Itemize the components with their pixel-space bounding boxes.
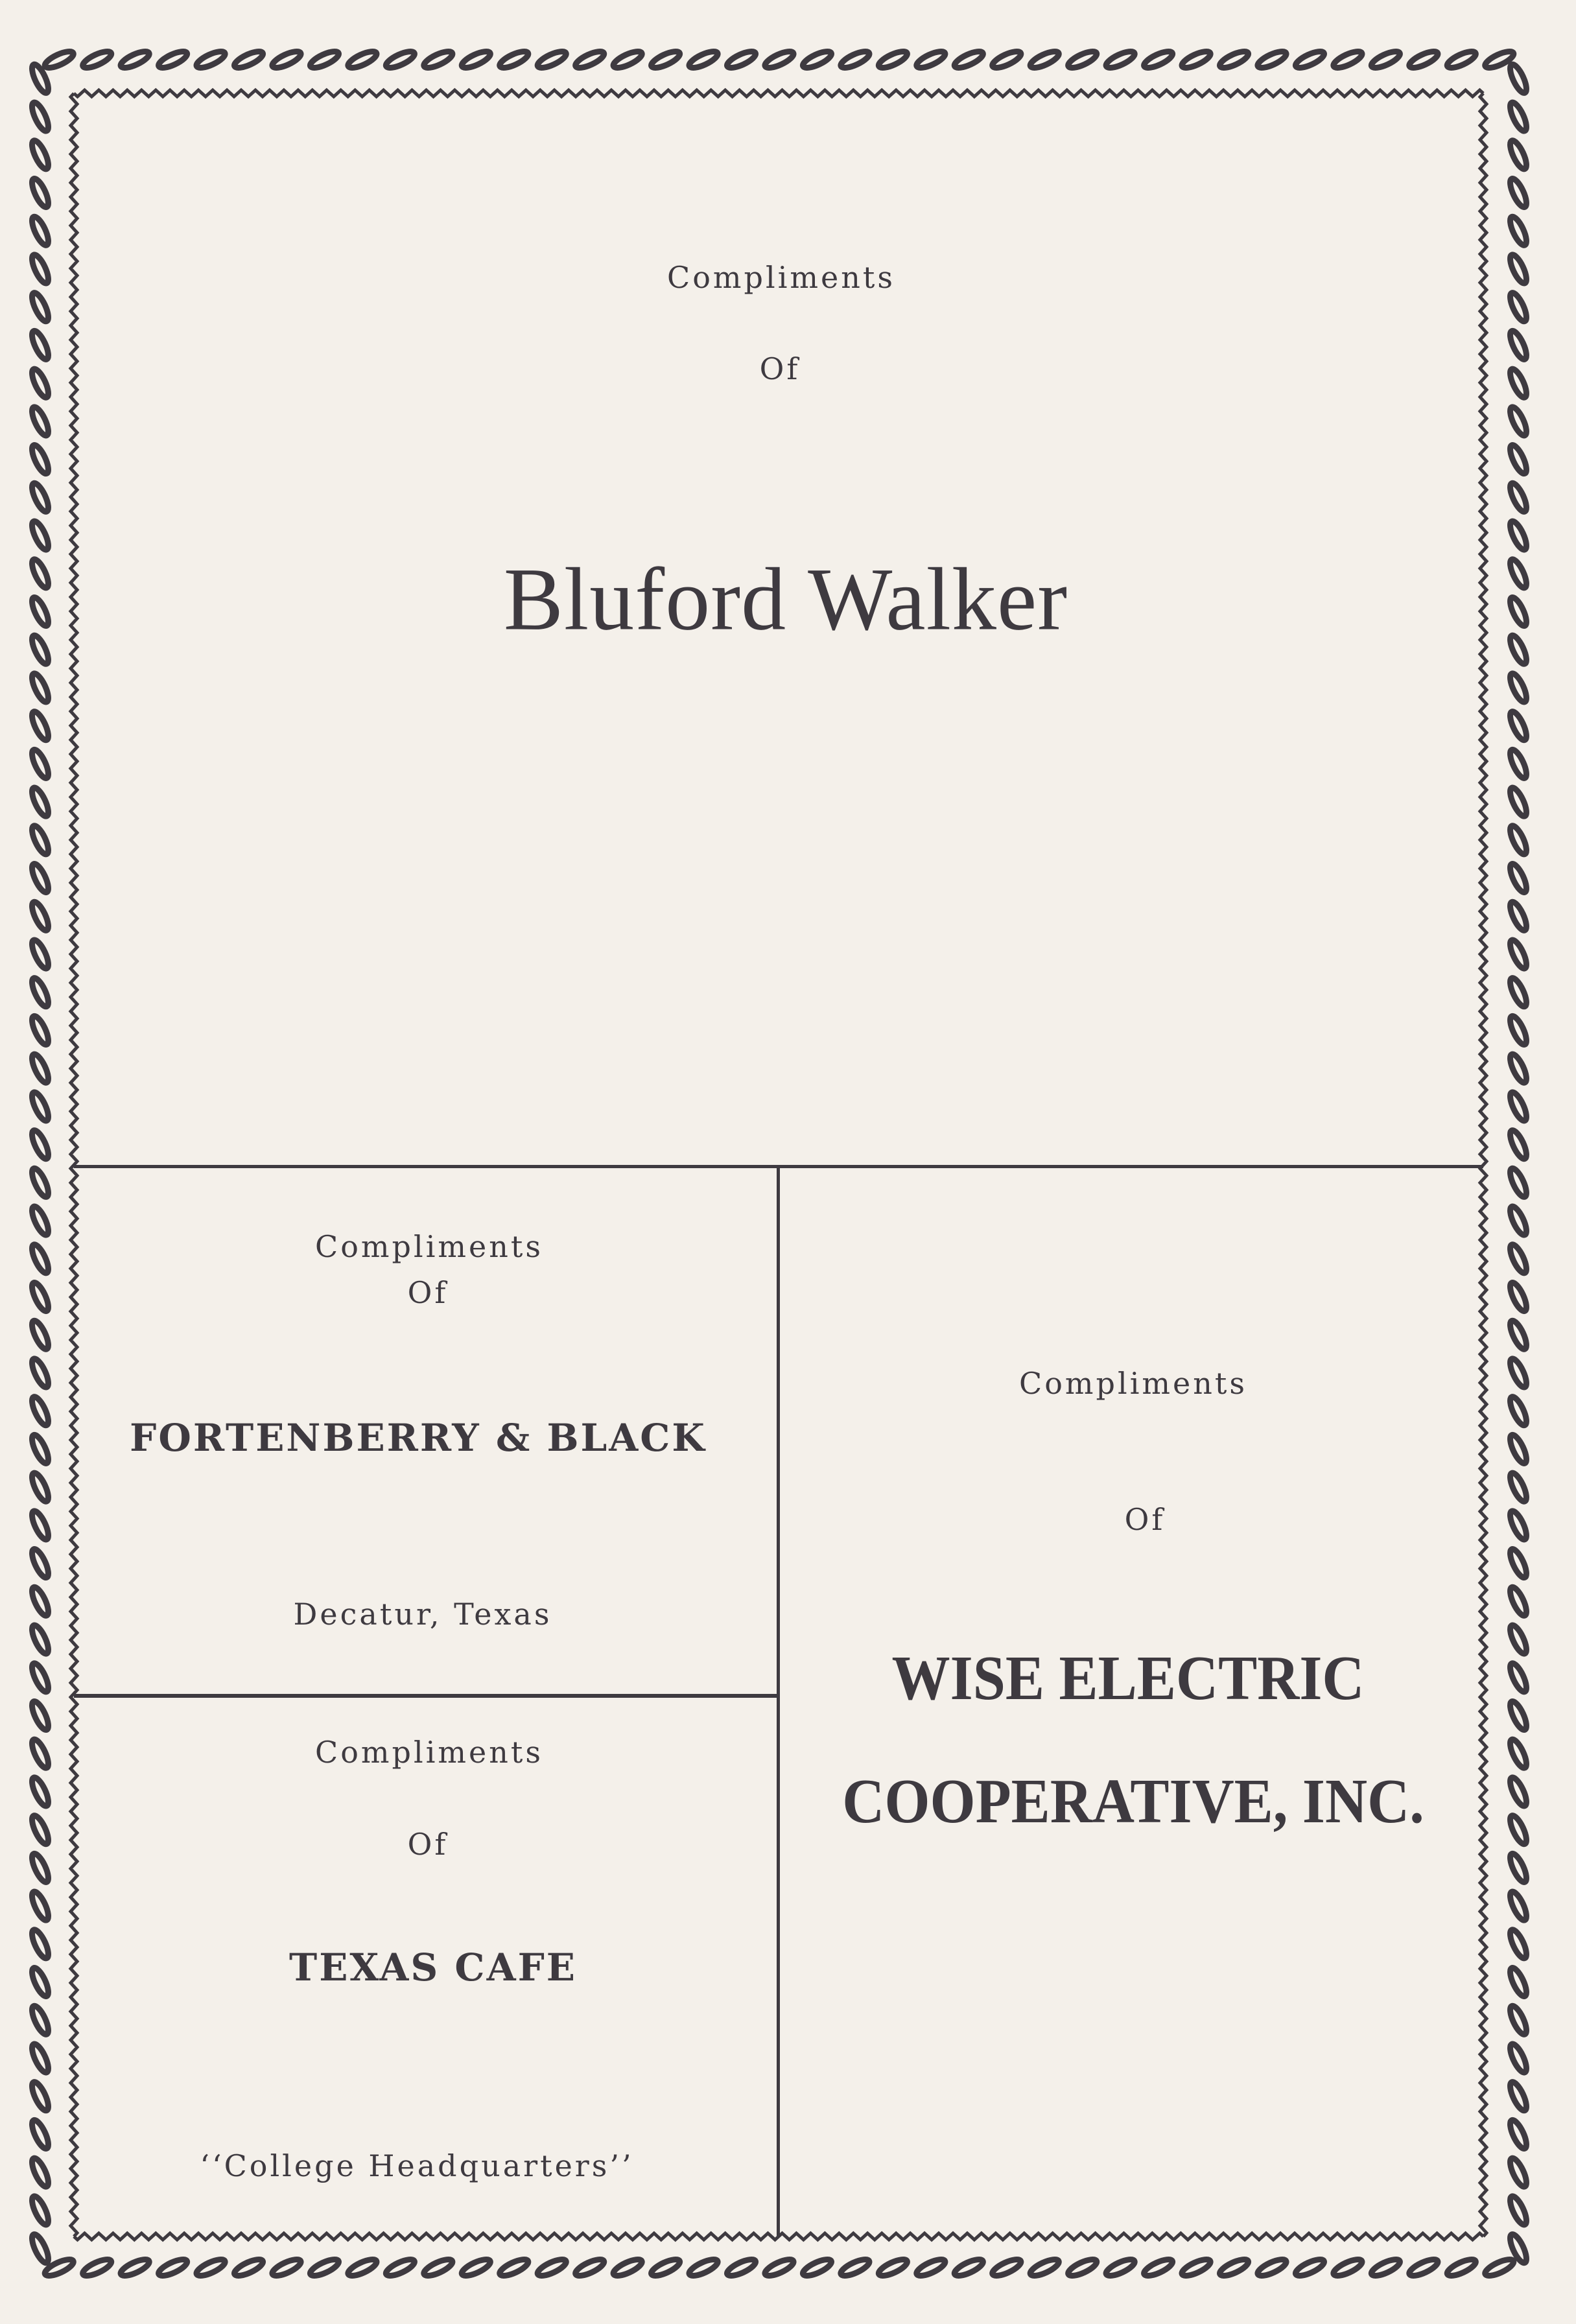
left-bottom-advertiser-name: TEXAS CAFE [289, 1945, 577, 1989]
left-column-divider [74, 1694, 778, 1698]
main-compliments: Compliments [667, 260, 895, 295]
left-top-location: Decatur, Texas [293, 1597, 552, 1632]
outer-chain-border [29, 49, 1529, 2279]
main-of: Of [759, 351, 801, 386]
right-of: Of [1124, 1502, 1166, 1537]
left-top-compliments: Compliments [315, 1229, 543, 1264]
vertical-divider [777, 1165, 780, 2236]
left-top-of: Of [407, 1275, 449, 1310]
left-bottom-compliments: Compliments [315, 1735, 543, 1770]
right-advertiser-name-line1: WISE ELECTRIC [891, 1643, 1365, 1713]
right-advertiser-name-line2: COOPERATIVE, INC. [842, 1766, 1424, 1837]
main-advertiser-name: Bluford Walker [503, 549, 1068, 649]
left-top-advertiser-name: FORTENBERRY & BLACK [130, 1416, 707, 1460]
left-bottom-tagline: ‘‘College Headquarters’’ [200, 2148, 634, 2183]
left-bottom-of: Of [407, 1827, 449, 1862]
right-compliments: Compliments [1019, 1366, 1247, 1401]
